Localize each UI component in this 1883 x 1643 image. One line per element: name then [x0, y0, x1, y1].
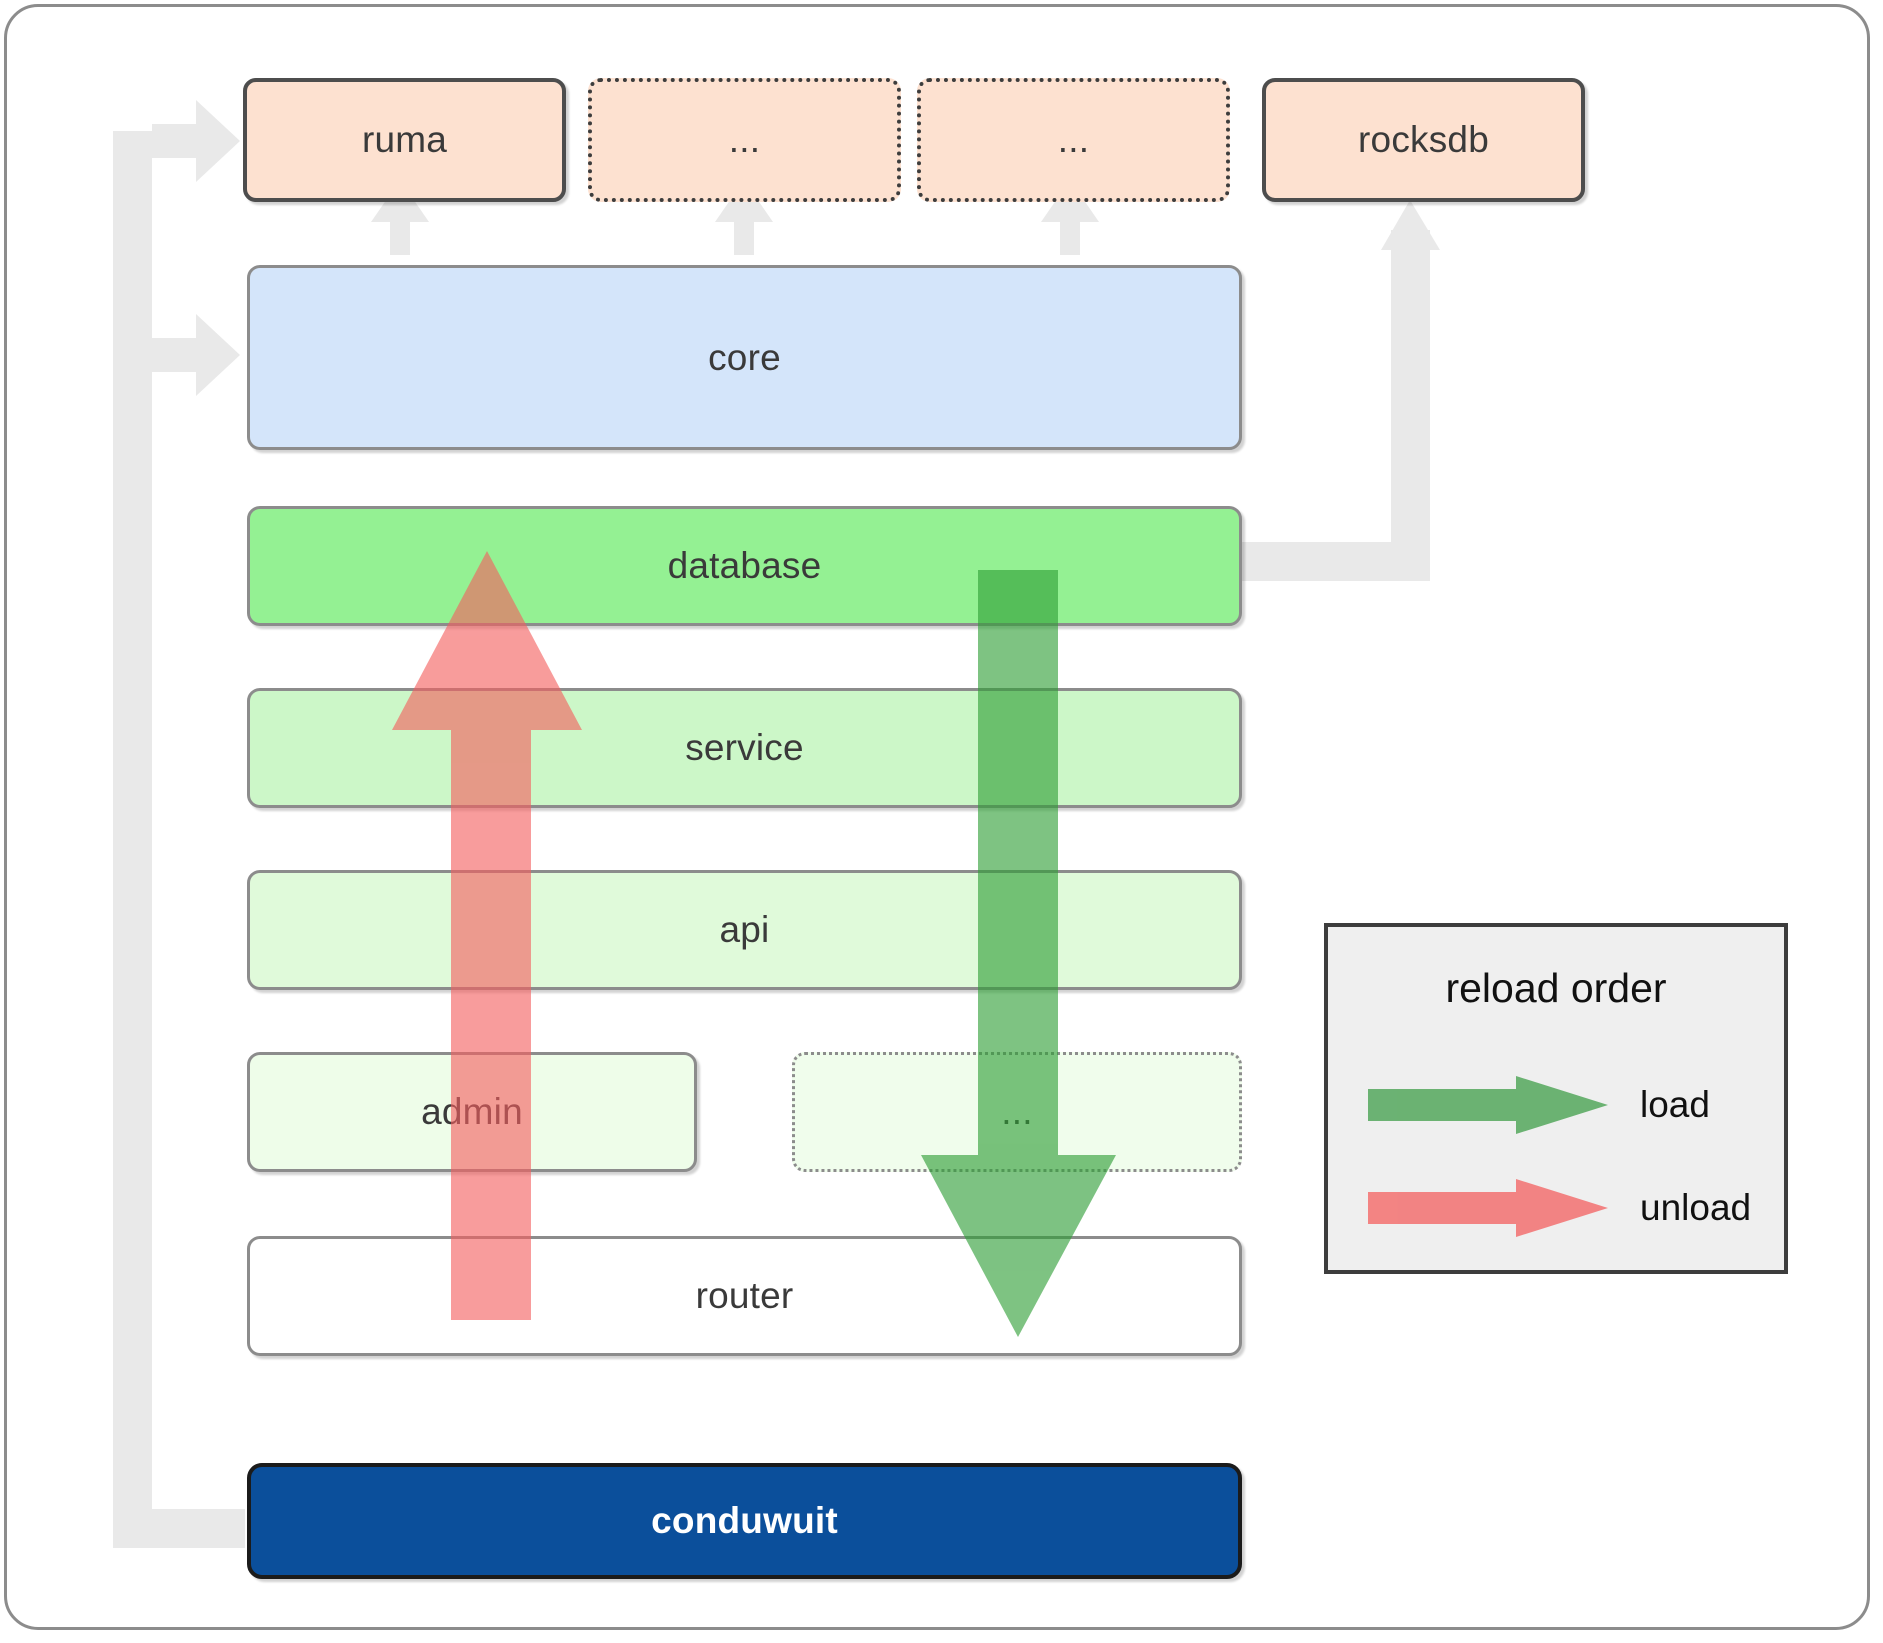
- layer-label: core: [708, 336, 781, 378]
- module-label: rocksdb: [1358, 119, 1489, 160]
- layer-label: database: [667, 545, 822, 586]
- layer-box-admin[interactable]: admin: [247, 1052, 697, 1172]
- layer-box-database[interactable]: database: [247, 506, 1242, 626]
- root-label: conduwuit: [651, 1500, 838, 1541]
- legend-panel: reload order load unload: [1324, 923, 1788, 1274]
- layer-box-core[interactable]: core: [247, 265, 1242, 450]
- legend-title: reload order: [1445, 965, 1667, 1011]
- load-legend-arrow-icon: [1368, 1076, 1608, 1134]
- unload-legend-arrow-icon: [1368, 1179, 1608, 1237]
- layer-label: router: [695, 1275, 794, 1316]
- module-box-ruma[interactable]: ruma: [243, 78, 566, 202]
- layer-label: ...: [1001, 1091, 1033, 1132]
- module-label: ruma: [361, 119, 448, 160]
- layer-box-router[interactable]: router: [247, 1236, 1242, 1356]
- module-label: ...: [1057, 119, 1090, 160]
- layer-label: admin: [421, 1091, 523, 1132]
- module-box-ellipsis-1[interactable]: ...: [588, 78, 901, 202]
- module-box-rocksdb[interactable]: rocksdb: [1262, 78, 1585, 202]
- legend-row-load: load: [1328, 1062, 1784, 1148]
- legend-label-load: load: [1640, 1084, 1710, 1125]
- module-box-ellipsis-2[interactable]: ...: [917, 78, 1230, 202]
- module-label: ...: [728, 119, 761, 160]
- layer-box-api[interactable]: api: [247, 870, 1242, 990]
- legend-row-unload: unload: [1328, 1165, 1784, 1251]
- layer-box-ellipsis[interactable]: ...: [792, 1052, 1242, 1172]
- layer-label: api: [719, 909, 770, 950]
- layer-label: service: [685, 727, 804, 768]
- legend-label-unload: unload: [1640, 1187, 1752, 1228]
- root-box-conduwuit[interactable]: conduwuit: [247, 1463, 1242, 1579]
- layer-box-service[interactable]: service: [247, 688, 1242, 808]
